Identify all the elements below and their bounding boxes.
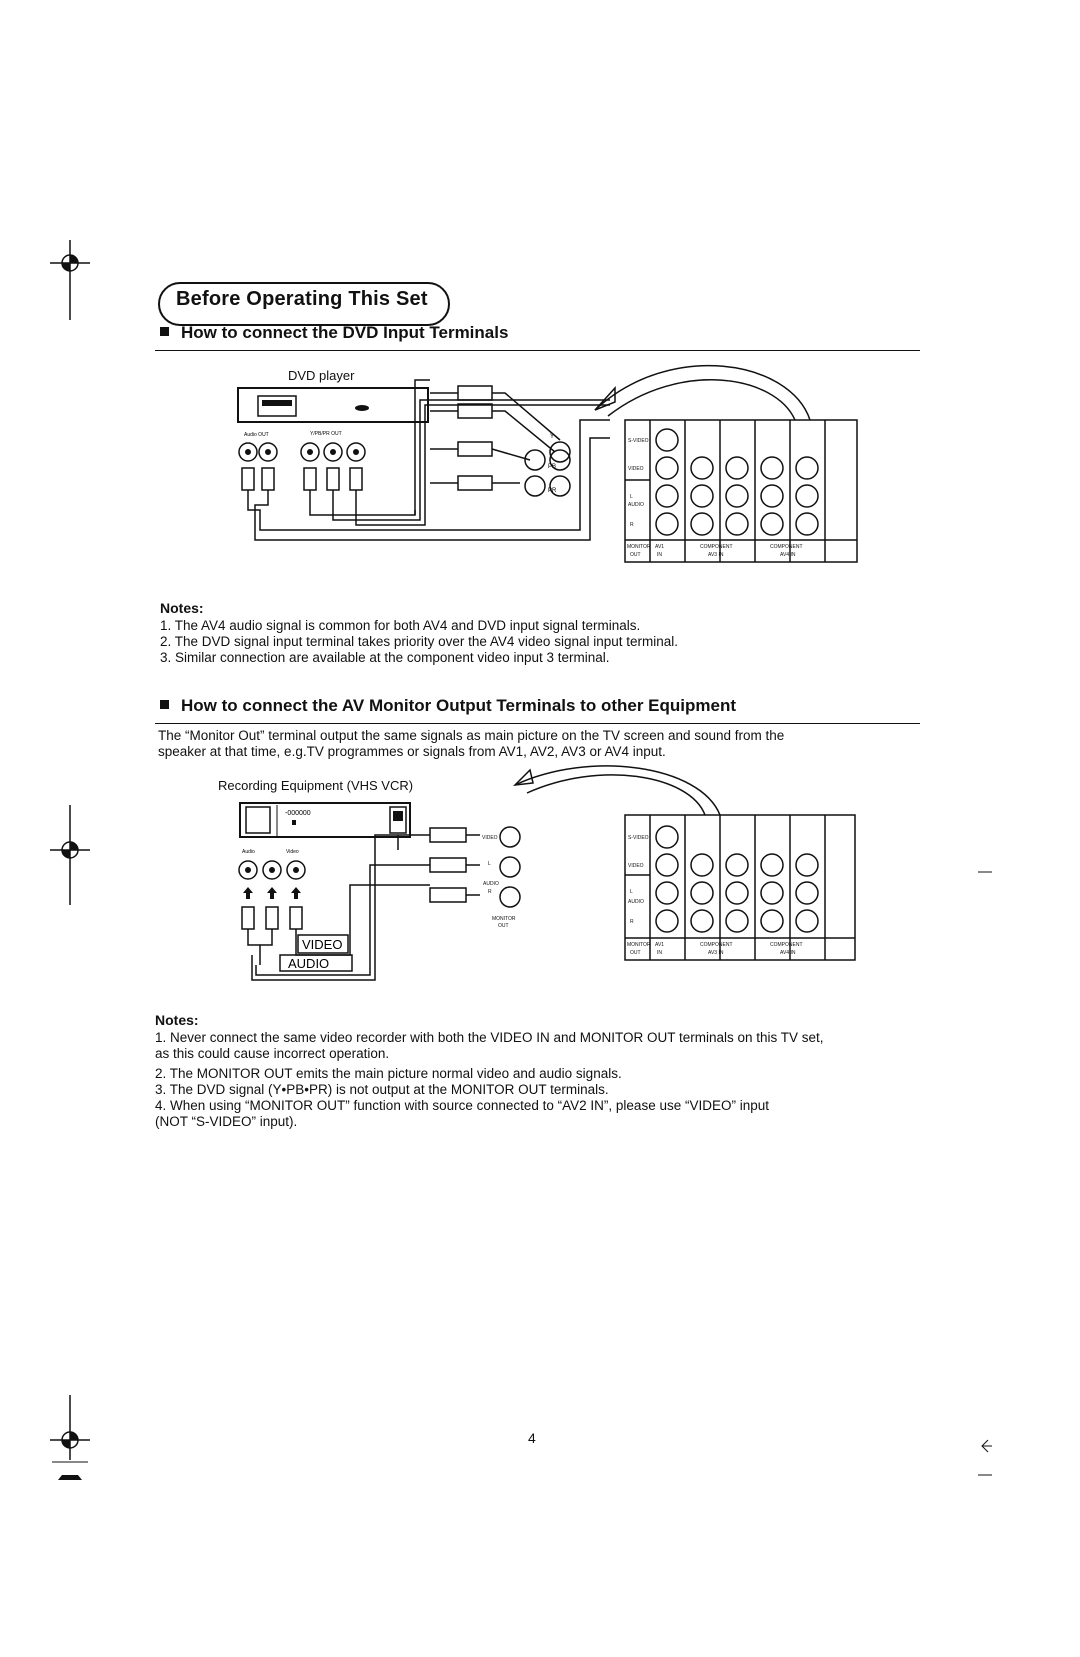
- monitor-out-connection-diagram: -000000 Audio Video VIDEO AUDIO VIDEO L …: [238, 765, 856, 981]
- svg-text:R: R: [630, 919, 634, 925]
- svg-text:OUT: OUT: [630, 950, 641, 956]
- section2-paragraph-line-2: speaker at that time, e.g.TV programmes …: [158, 744, 666, 759]
- section1-note-2: 2. The DVD signal input terminal takes p…: [160, 634, 679, 649]
- svg-text:-000000: -000000: [285, 810, 311, 817]
- svg-text:AUDIO: AUDIO: [483, 881, 499, 887]
- section2-note-1-cont: as this could cause incorrect operation.: [155, 1046, 390, 1061]
- dvd-connection-diagram: Audio OUT Y/PB/PR OUT Y PB PR: [237, 365, 858, 563]
- svg-text:L: L: [630, 889, 633, 895]
- svg-text:AUDIO: AUDIO: [628, 899, 644, 905]
- svg-text:Audio OUT: Audio OUT: [244, 432, 269, 438]
- svg-text:AV1: AV1: [655, 942, 664, 948]
- section2-notes-title: Notes:: [155, 1012, 199, 1028]
- section2-heading-text: How to connect the AV Monitor Output Ter…: [181, 696, 736, 715]
- svg-text:AV3 IN: AV3 IN: [708, 950, 724, 956]
- svg-text:COMPONENT: COMPONENT: [770, 942, 803, 948]
- svg-text:VIDEO: VIDEO: [628, 466, 644, 472]
- cable-audio-label: AUDIO: [288, 956, 329, 971]
- svg-text:AV4 IN: AV4 IN: [780, 950, 796, 956]
- svg-text:L: L: [630, 494, 633, 500]
- svg-text:OUT: OUT: [630, 552, 641, 558]
- section-title: Before Operating This Set: [176, 288, 428, 310]
- svg-text:S-VIDEO: S-VIDEO: [628, 835, 649, 841]
- svg-text:VIDEO: VIDEO: [628, 863, 644, 869]
- svg-text:OUT: OUT: [498, 923, 509, 929]
- svg-text:PB: PB: [548, 464, 556, 470]
- page-number: 4: [528, 1430, 536, 1446]
- bullet-square-icon: [160, 700, 169, 709]
- connector-y-label: Y: [550, 434, 554, 440]
- svg-text:Video: Video: [286, 849, 299, 855]
- svg-text:R: R: [630, 522, 634, 528]
- section2-note-4-cont: (NOT “S-VIDEO” input).: [155, 1114, 298, 1129]
- section2-note-2: 2. The MONITOR OUT emits the main pictur…: [155, 1066, 622, 1081]
- cable-video-label: VIDEO: [302, 937, 342, 952]
- recording-equipment-label: Recording Equipment (VHS VCR): [218, 778, 414, 793]
- svg-text:IN: IN: [657, 552, 662, 558]
- dvd-player-label: DVD player: [288, 368, 355, 383]
- svg-text:IN: IN: [657, 950, 662, 956]
- svg-text:S-VIDEO: S-VIDEO: [628, 438, 649, 444]
- svg-text:Y/PB/PR OUT: Y/PB/PR OUT: [310, 431, 342, 437]
- svg-text:R: R: [488, 889, 492, 895]
- svg-text:AV1: AV1: [655, 544, 664, 550]
- registration-mark-mid-left: [50, 805, 90, 905]
- svg-text:COMPONENT: COMPONENT: [770, 544, 803, 550]
- svg-text:L: L: [488, 861, 491, 867]
- svg-text:COMPONENT: COMPONENT: [700, 544, 733, 550]
- svg-text:VIDEO: VIDEO: [482, 835, 498, 841]
- section2-note-3: 3. The DVD signal (Y•PB•PR) is not outpu…: [155, 1082, 609, 1097]
- registration-mark-bottom-left: [50, 1395, 90, 1480]
- svg-text:Audio: Audio: [242, 849, 255, 855]
- section-title-frame: [158, 282, 450, 326]
- section2-heading: How to connect the AV Monitor Output Ter…: [160, 696, 736, 716]
- svg-text:PR: PR: [548, 488, 557, 494]
- svg-text:COMPONENT: COMPONENT: [700, 942, 733, 948]
- bullet-square-icon: [160, 327, 169, 336]
- svg-text:AUDIO: AUDIO: [628, 502, 644, 508]
- section2-paragraph-line-1: The “Monitor Out” terminal output the sa…: [158, 728, 785, 743]
- svg-text:AV3 IN: AV3 IN: [708, 552, 724, 558]
- crop-mark-right: [978, 871, 992, 1476]
- section1-note-1: 1. The AV4 audio signal is common for bo…: [160, 618, 641, 633]
- section1-heading: How to connect the DVD Input Terminals: [160, 323, 508, 343]
- svg-text:MONITOR: MONITOR: [627, 942, 651, 948]
- svg-text:AV4 IN: AV4 IN: [780, 552, 796, 558]
- section2-rule: [155, 723, 920, 724]
- svg-text:MONITOR: MONITOR: [492, 916, 516, 922]
- section1-heading-text: How to connect the DVD Input Terminals: [181, 323, 509, 342]
- section2-note-1: 1. Never connect the same video recorder…: [155, 1030, 824, 1045]
- section1-note-3: 3. Similar connection are available at t…: [160, 650, 610, 665]
- section1-notes-title: Notes:: [160, 600, 204, 616]
- svg-text:MONITOR: MONITOR: [627, 544, 651, 550]
- section2-note-4: 4. When using “MONITOR OUT” function wit…: [155, 1098, 769, 1113]
- registration-mark-top-left: [50, 240, 90, 320]
- section1-rule: [155, 350, 920, 351]
